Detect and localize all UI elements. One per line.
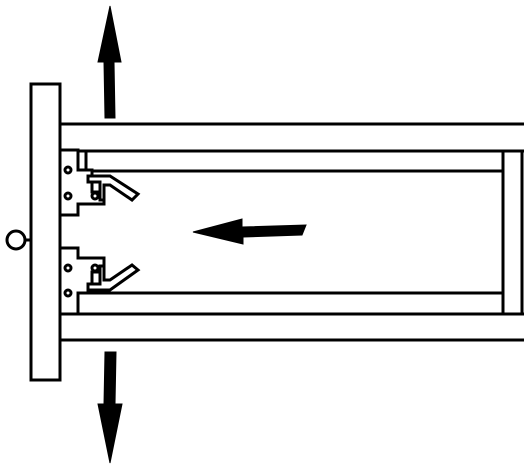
- lower-latch-pin-3: [63, 288, 73, 298]
- lower-latch-bracket: [58, 246, 106, 316]
- lower-latch-pin-1: [63, 263, 73, 273]
- pull-ring-circle: [5, 229, 27, 251]
- arrow-left: [192, 218, 307, 245]
- lower-latch-hook: [86, 263, 141, 292]
- upper-latch-pin-1: [63, 165, 73, 175]
- end-plate: [29, 82, 62, 382]
- lower-latch: [58, 246, 141, 316]
- pull-ring: [5, 229, 31, 251]
- upper-latch-hook: [86, 174, 141, 202]
- lower-latch-pin-2: [90, 263, 100, 273]
- upper-latch-pin-2: [63, 191, 73, 201]
- upper-latch: [58, 148, 141, 217]
- arrow-up: [97, 5, 122, 119]
- arrow-down: [97, 351, 123, 464]
- upper-latch-pin-3: [90, 191, 100, 201]
- inner-bar: [78, 149, 524, 316]
